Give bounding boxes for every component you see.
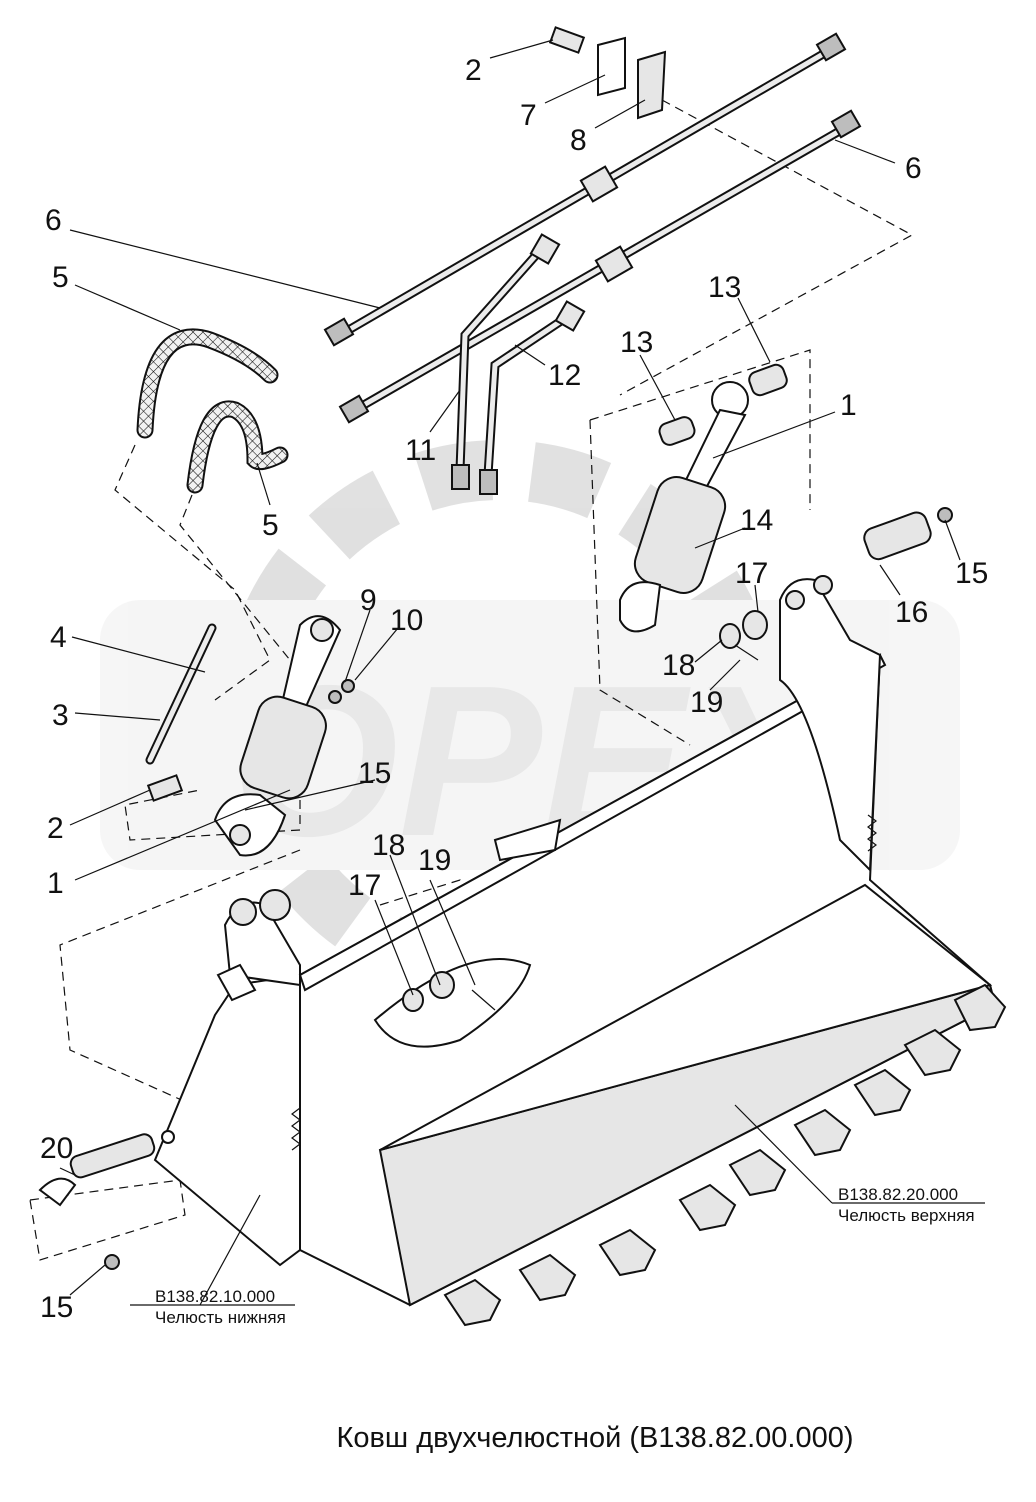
callout-17-right: 17 (735, 557, 768, 590)
callout-8: 8 (570, 124, 587, 157)
lower-jaw (153, 889, 301, 1267)
callout-15-left: 15 (358, 757, 391, 790)
callout-15-bottom: 15 (40, 1291, 73, 1324)
hydraulic-pipes (323, 32, 862, 495)
callout-5-left: 5 (52, 261, 69, 294)
right-cylinder (619, 363, 953, 661)
bucket-teeth (443, 983, 1007, 1327)
callout-15-right: 15 (955, 557, 988, 590)
upper-jaw-name: Челюсть верхняя (838, 1206, 975, 1225)
callout-5-mid: 5 (262, 509, 279, 542)
hoses (136, 328, 289, 494)
callout-18-right: 18 (662, 649, 695, 682)
callout-3: 3 (52, 699, 69, 732)
callout-6-left: 6 (45, 204, 62, 237)
lower-jaw-name: Челюсть нижняя (155, 1308, 286, 1327)
callout-14: 14 (740, 504, 773, 537)
callout-9: 9 (360, 584, 377, 617)
callout-labels: 2 7 8 6 6 5 5 13 13 12 11 1 14 15 16 17 … (40, 54, 988, 1324)
callout-20: 20 (40, 1132, 73, 1165)
upper-jaw-code: В138.82.20.000 (838, 1185, 958, 1204)
callout-1-left: 1 (47, 867, 64, 900)
callout-6-right: 6 (905, 152, 922, 185)
callout-2-top: 2 (465, 54, 482, 87)
callout-18-mid: 18 (372, 829, 405, 862)
assembly-guide-lines (29, 99, 914, 1261)
leader-lines (59, 39, 985, 1306)
callout-10: 10 (390, 604, 423, 637)
callout-2-left: 2 (47, 812, 64, 845)
callout-17-mid: 17 (348, 869, 381, 902)
callout-4: 4 (50, 621, 67, 654)
callout-16: 16 (895, 596, 928, 629)
fasteners (38, 971, 496, 1270)
reference-labels: В138.82.10.000 Челюсть нижняя В138.82.20… (155, 1185, 975, 1327)
callout-12: 12 (548, 359, 581, 392)
callout-1-right: 1 (840, 389, 857, 422)
bracket-parts (548, 26, 667, 120)
callout-13-b: 13 (620, 326, 653, 359)
callout-7: 7 (520, 99, 537, 132)
callout-11: 11 (405, 434, 436, 467)
left-cylinder (145, 615, 355, 857)
callout-13-a: 13 (708, 271, 741, 304)
diagram-caption: Ковш двухчелюстной (В138.82.00.000) (336, 1422, 854, 1454)
callout-19-right: 19 (690, 686, 723, 719)
callout-19-mid: 19 (418, 844, 451, 877)
lower-jaw-code: В138.82.10.000 (155, 1287, 275, 1306)
